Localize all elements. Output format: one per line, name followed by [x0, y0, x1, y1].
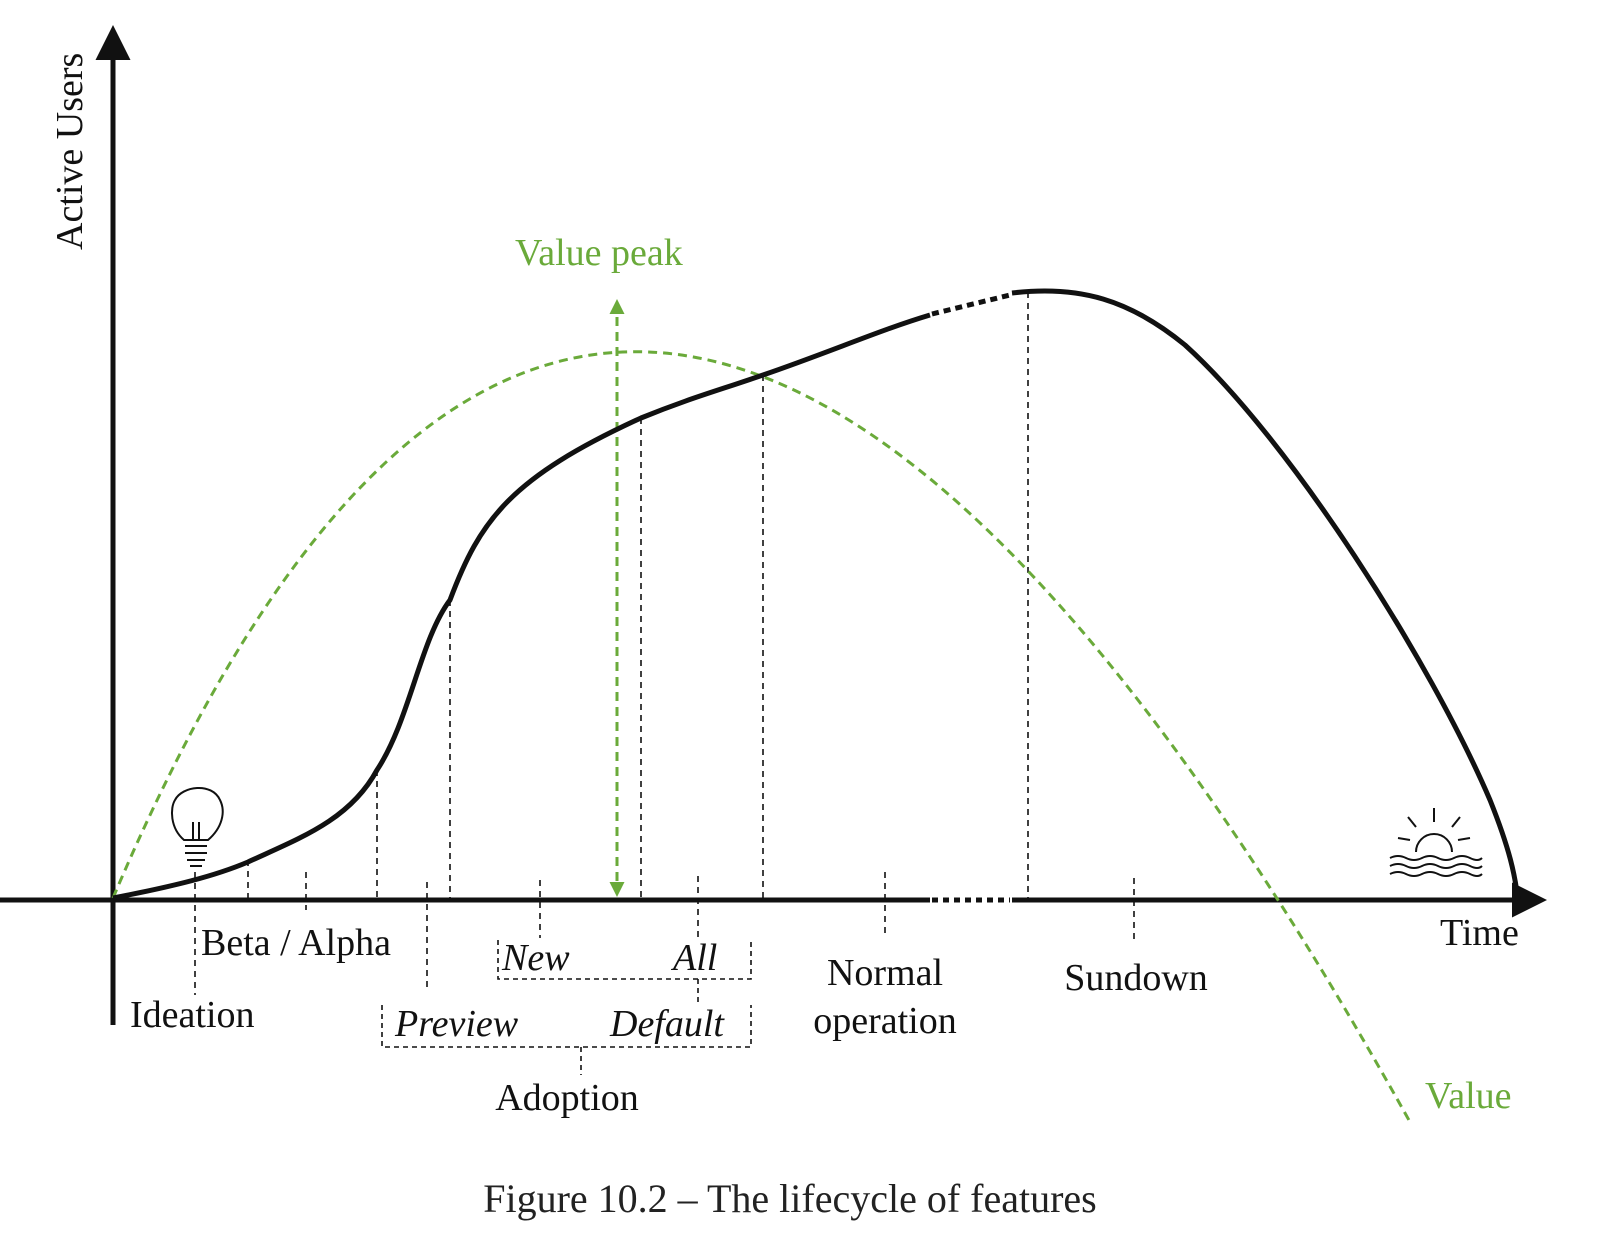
- sunset-icon: [1389, 808, 1483, 877]
- phase-label-sundown: Sundown: [1064, 957, 1208, 999]
- active-users-curve-gap: [931, 292, 1011, 317]
- bracket-preview-default: [381, 979, 752, 1075]
- phase-label-preview: Preview: [394, 1003, 519, 1045]
- phase-label-ideation: Ideation: [130, 994, 255, 1036]
- phase-label-adoption: Adoption: [495, 1077, 639, 1119]
- value-peak-label: Value peak: [515, 232, 683, 274]
- x-axis-label: Time: [1440, 912, 1519, 954]
- phase-guides: [194, 292, 1135, 995]
- phase-label-beta-alpha: Beta / Alpha: [201, 922, 391, 964]
- y-axis-label: Active Users: [49, 53, 91, 250]
- lightbulb-icon: [170, 786, 224, 867]
- phase-label-normal-line1: Normal: [827, 952, 943, 994]
- phase-label-new: New: [501, 937, 570, 979]
- phase-label-normal-line2: operation: [813, 1000, 957, 1042]
- value-curve-label: Value: [1425, 1075, 1512, 1117]
- figure-caption: Figure 10.2 – The lifecycle of features: [483, 1176, 1096, 1221]
- phase-label-default: Default: [609, 1003, 725, 1045]
- value-curve: [111, 350, 1412, 1123]
- active-users-curve-sundown: [1011, 288, 1521, 901]
- active-users-curve: [112, 312, 931, 901]
- phase-label-all: All: [670, 937, 717, 979]
- bracket-new-all: [497, 940, 752, 980]
